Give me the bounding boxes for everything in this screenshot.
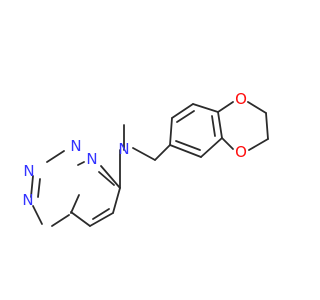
atom-n-triazole-left-1: N (23, 162, 34, 180)
atom-n-triazole-top: N (70, 137, 81, 155)
atom-o-top: O (235, 90, 247, 108)
atom-n-triazole-left-2: N (22, 191, 33, 209)
bond (221, 137, 234, 150)
bond (98, 171, 115, 186)
bond (217, 101, 234, 113)
bond (100, 165, 121, 189)
bond (169, 144, 202, 158)
bond (211, 115, 216, 137)
bond (171, 103, 194, 119)
bond (89, 212, 114, 227)
bond (32, 205, 43, 225)
bond (265, 112, 269, 140)
atom-labels: N N N N N O O (22, 90, 247, 209)
bond (132, 147, 156, 161)
bond (169, 117, 173, 146)
bond (30, 175, 34, 198)
bond (112, 187, 121, 214)
bond (77, 161, 85, 166)
bond (92, 208, 110, 220)
bond (217, 111, 223, 139)
bond (70, 211, 91, 227)
bond (175, 140, 201, 151)
molecule-diagram: N N N N N O O (0, 0, 300, 300)
bond (192, 103, 219, 113)
atom-n-amine: N (118, 140, 129, 158)
bond (70, 194, 80, 214)
bond (247, 101, 267, 114)
background (0, 0, 300, 300)
bond (176, 110, 195, 123)
bond (248, 138, 269, 151)
atom-o-bottom: O (235, 143, 247, 161)
bond (200, 137, 223, 158)
bond (51, 214, 70, 227)
bond (154, 144, 171, 161)
bond (37, 178, 41, 198)
bonds (30, 101, 269, 227)
bond (46, 150, 65, 163)
atom-n-pyridazine: N (86, 150, 97, 168)
